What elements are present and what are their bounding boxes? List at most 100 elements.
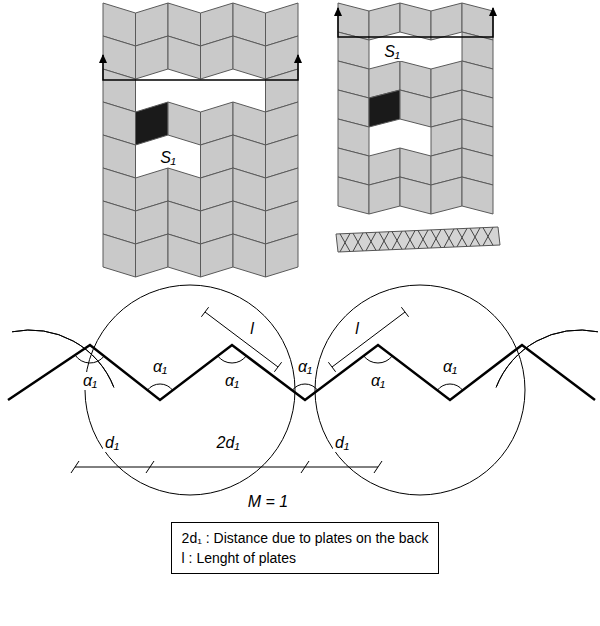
strip-line [340,233,350,251]
strip-line [353,233,363,251]
plate [338,177,369,214]
plate [400,90,431,127]
plate [201,234,234,277]
dimension-tick [374,461,382,473]
dimension-tick [301,461,309,473]
radius-circle [315,285,525,495]
radius-arc [496,330,598,387]
dimension-line [205,312,278,367]
strip-line [405,231,415,249]
angle-label: α₁ [369,372,387,390]
dimension-tick [146,461,154,473]
length-label: l [248,320,256,338]
strip-line [444,229,454,247]
legend-text: l : Lenght of plates [182,548,429,568]
angle-arc [437,384,462,390]
plate [201,36,234,79]
strip-line [353,233,363,251]
plate-pattern [103,3,298,277]
strip-line [483,228,493,246]
dimension-label: d₁ [103,434,121,452]
angle-label: α₁ [441,358,459,376]
section-line [338,8,493,37]
plate [168,102,201,145]
plate-strip [336,227,500,252]
angle-arc [218,356,247,363]
spacing-dimension [71,461,382,473]
plate-zigzag [8,345,595,400]
strip-line [379,232,389,250]
arrow-head [489,7,497,16]
section-line [103,55,298,80]
dimension-tick [328,362,335,372]
parameter-label: M = 1 [246,493,290,511]
plate [400,177,431,214]
dimension-tick [71,461,79,473]
section-arrow [99,54,302,80]
plate [103,234,136,277]
strip-line [457,228,467,246]
plate [136,102,169,145]
strip-line [470,228,480,246]
angle-label: α₁ [81,372,99,390]
dimension-line [332,312,405,367]
angle-arc [364,356,393,363]
plate [168,36,201,79]
section-arrow [334,7,497,37]
dimension-line [75,467,378,468]
angle-label: α₁ [296,358,314,376]
angle-arc [75,355,104,363]
angle-arc [147,384,172,390]
length-label: l [353,320,361,338]
legend-box: 2d₁ : Distance due to plates on the back… [171,522,440,574]
strip-line [457,229,467,247]
strip-line [392,231,402,249]
angle-label: α₁ [223,372,241,390]
dimension-label: 2d₁ [215,434,242,452]
length-dimension [328,307,408,372]
dimension-tick [274,362,281,372]
plate [233,234,266,277]
plate-pattern [338,3,493,214]
plate [431,3,462,40]
plate [168,234,201,277]
strip-line [366,232,376,250]
strip-line [418,230,428,248]
strip-line [470,228,480,246]
plate [400,3,431,40]
strip-line [483,227,493,245]
angle-arc [292,384,318,390]
arrow-head [99,54,107,63]
plate [266,234,299,277]
plate-geometry [8,285,598,495]
length-dimension [201,307,281,372]
strip-line [392,232,402,250]
plate [369,90,400,127]
plate [369,3,400,40]
legend-text: 2d₁ : Distance due to plates on the back [182,528,429,548]
plate [462,177,493,214]
strip-outline [336,227,500,252]
plate [431,177,462,214]
strip-line [431,229,441,247]
plate [233,36,266,79]
strip-line [431,230,441,248]
plate [136,36,169,79]
strip-line [340,234,350,252]
radius-circle [85,285,295,495]
strip-line [418,230,428,248]
section-label: S₁ [382,43,402,61]
plate [136,234,169,277]
dimension-tick [401,307,408,317]
dimension-tick [201,307,208,317]
section-label: S₁ [158,149,178,167]
strip-line [444,229,454,247]
dimension-label: d₁ [333,434,351,452]
arrow-head [294,54,302,63]
strip-line [366,233,376,251]
plate [369,177,400,214]
arrow-head [334,7,342,16]
angle-label: α₁ [151,358,169,376]
strip-line [379,232,389,250]
